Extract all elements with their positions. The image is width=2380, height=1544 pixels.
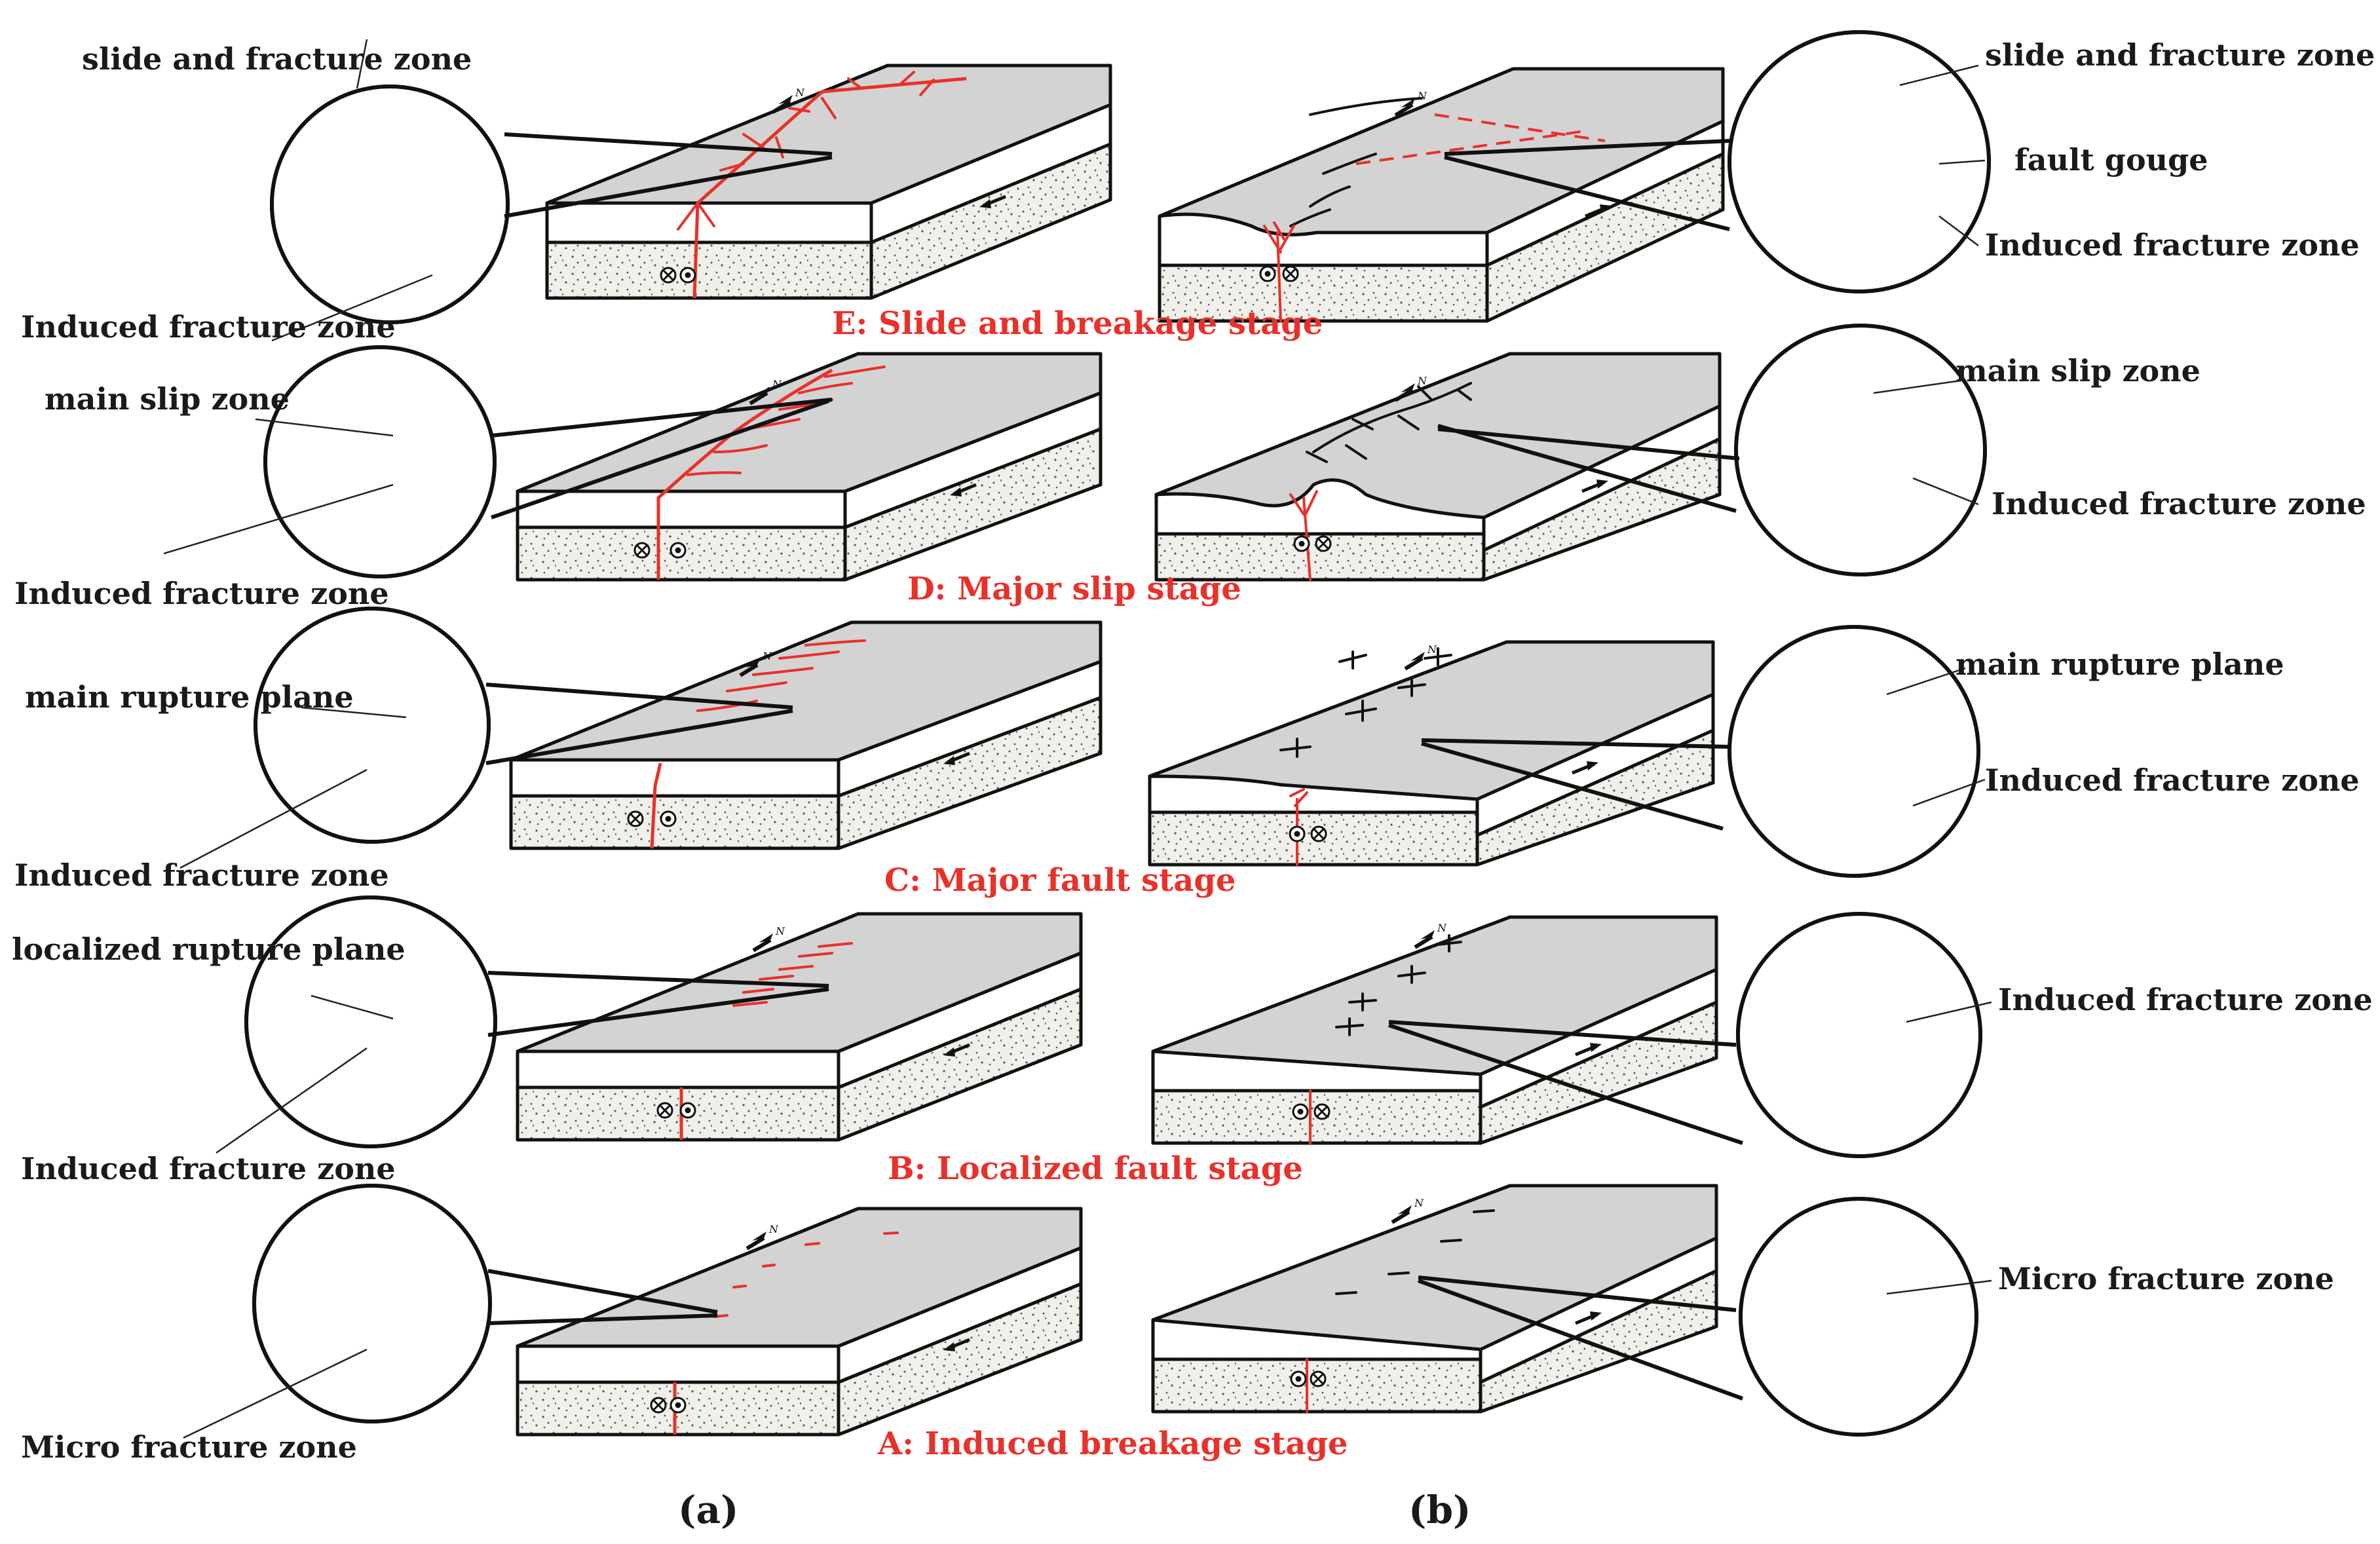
circle-d-left — [263, 345, 497, 578]
label-b-e-top: slide and fracture zone — [1985, 37, 2375, 73]
label-a-c-bottom: Induced fracture zone — [14, 857, 389, 893]
label-b-c-top: main rupture plane — [1955, 647, 2284, 682]
label-b-d-top: main slip zone — [1955, 353, 2201, 388]
stage-a-left — [516, 1207, 1083, 1437]
label-a-b-bottom: Induced fracture zone — [21, 1151, 396, 1186]
stage-label-c: C: Major fault stage — [884, 862, 1236, 899]
label-b-d-bottom: Induced fracture zone — [1992, 486, 2366, 521]
circle-c-right — [1728, 625, 1980, 878]
panel-label-b: (b) — [1408, 1488, 1471, 1532]
stage-e-left — [545, 64, 1112, 300]
label-a-b-top: localized rupture plane — [12, 932, 406, 967]
label-b-a-bottom: Micro fracture zone — [1998, 1261, 2334, 1296]
stage-d-right — [1154, 352, 1722, 582]
circle-a-left — [252, 1184, 492, 1423]
stage-c-right — [1148, 640, 1715, 867]
stage-c-left — [509, 620, 1103, 850]
stage-label-a: A: Induced breakage stage — [877, 1425, 1348, 1462]
circle-b-left — [244, 895, 497, 1148]
circle-c-left — [254, 607, 491, 844]
stage-b-left — [516, 912, 1083, 1142]
circle-e-left — [270, 85, 510, 324]
circle-d-right — [1734, 324, 1987, 576]
leaders-left — [163, 39, 833, 1439]
label-a-d-bottom: Induced fracture zone — [14, 576, 389, 611]
circle-b-right — [1736, 912, 1982, 1158]
circle-a-right — [1739, 1197, 1978, 1437]
stage-label-e: E: Slide and breakage stage — [832, 305, 1323, 342]
label-a-a-bottom: Micro fracture zone — [21, 1429, 357, 1465]
stage-label-d: D: Major slip stage — [907, 571, 1241, 607]
label-b-c-bottom: Induced fracture zone — [1985, 763, 2360, 798]
label-a-e-top: slide and fracture zone — [82, 41, 472, 77]
stage-a-right — [1151, 1184, 1718, 1414]
label-b-b-bottom: Induced fracture zone — [1998, 982, 2373, 1017]
stage-b-right — [1151, 915, 1718, 1145]
label-b-e-mid: fault gouge — [2014, 142, 2208, 178]
leaders-right — [1388, 64, 1992, 1401]
panel-label-a: (a) — [678, 1488, 738, 1532]
stage-e-right — [1158, 67, 1725, 323]
circle-e-right — [1728, 30, 1991, 293]
label-a-c-top: main rupture plane — [25, 679, 354, 715]
label-b-e-bottom: Induced fracture zone — [1985, 227, 2360, 263]
stage-d-left — [516, 352, 1103, 582]
label-a-e-bottom: Induced fracture zone — [21, 309, 396, 345]
stage-label-b: B: Localized fault stage — [888, 1150, 1303, 1187]
label-a-d-top: main slip zone — [45, 381, 290, 417]
